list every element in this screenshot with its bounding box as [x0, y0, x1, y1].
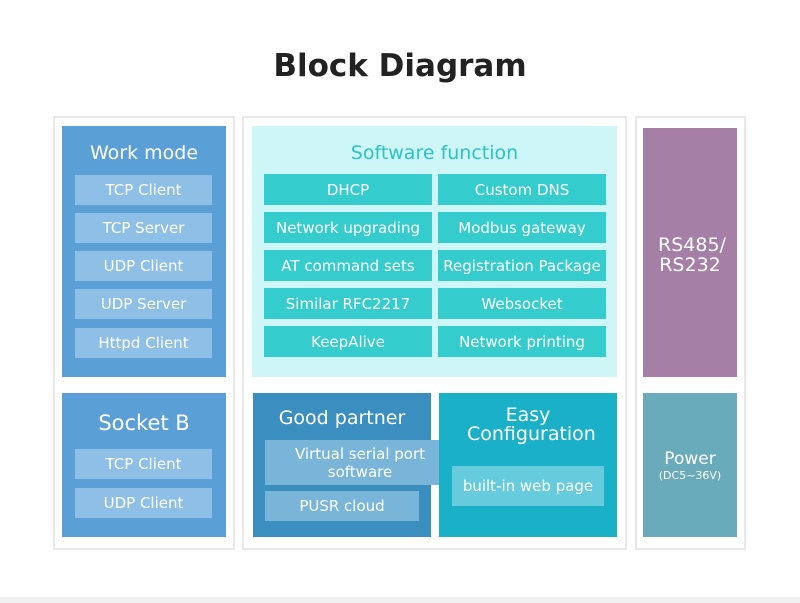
- software-function-item: DHCP: [264, 174, 432, 205]
- interface-title: RS485/ RS232: [658, 234, 726, 276]
- socket-b-title: Socket B: [98, 411, 190, 435]
- easy-configuration-block: Easy Configuration built-in web page: [439, 393, 617, 537]
- work-mode-title: Work mode: [89, 142, 199, 164]
- software-function-item: Similar RFC2217: [264, 288, 432, 319]
- software-function-item: AT command sets: [264, 250, 432, 281]
- software-function-item: Websocket: [438, 288, 606, 319]
- software-function-item: Registration Package: [438, 250, 606, 281]
- software-function-item: Custom DNS: [438, 174, 606, 205]
- power-block: Power (DC5~36V): [643, 393, 737, 537]
- socket-b-item: UDP Client: [75, 488, 212, 518]
- socket-b-item: TCP Client: [75, 449, 212, 479]
- software-function-item: Modbus gateway: [438, 212, 606, 243]
- software-function-item: Network printing: [438, 326, 606, 357]
- good-partner-title: Good partner: [278, 407, 406, 429]
- interface-block: RS485/ RS232: [643, 128, 737, 377]
- easy-configuration-item: built-in web page: [452, 466, 604, 506]
- power-subtitle: (DC5~36V): [658, 469, 722, 482]
- work-mode-item: Httpd Client: [75, 328, 212, 358]
- easy-configuration-title: Easy Configuration: [467, 404, 596, 445]
- software-function-item: Network upgrading: [264, 212, 432, 243]
- socket-b-block: Socket B TCP Client UDP Client: [62, 393, 226, 537]
- work-mode-item: TCP Server: [75, 213, 212, 243]
- software-function-item: KeepAlive: [264, 326, 432, 357]
- work-mode-item: TCP Client: [75, 175, 212, 205]
- software-function-block: Software function DHCP Custom DNS Networ…: [252, 126, 617, 377]
- bottom-divider: [0, 597, 800, 603]
- good-partner-item: PUSR cloud: [265, 491, 419, 521]
- work-mode-item: UDP Server: [75, 289, 212, 319]
- good-partner-item: Virtual serial port software: [265, 440, 455, 485]
- software-function-title: Software function: [350, 142, 519, 164]
- page-title: Block Diagram: [273, 48, 527, 84]
- power-title: Power: [664, 449, 716, 469]
- good-partner-block: Good partner Virtual serial port softwar…: [253, 393, 455, 537]
- work-mode-block: Work mode TCP Client TCP Server UDP Clie…: [62, 126, 226, 377]
- work-mode-item: UDP Client: [75, 251, 212, 281]
